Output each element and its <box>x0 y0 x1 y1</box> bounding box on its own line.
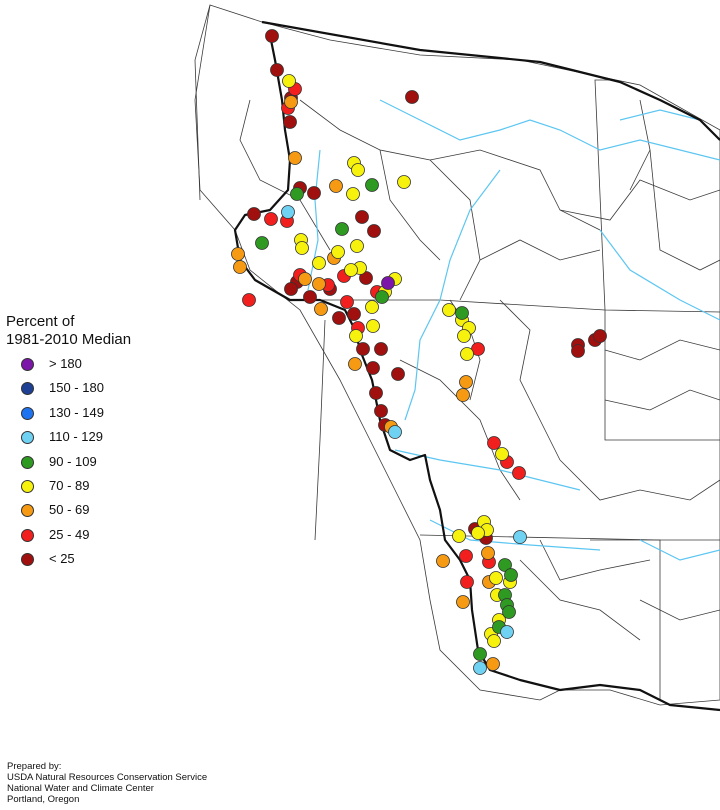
basin-f <box>559 179 720 221</box>
legend-item: 70 - 89 <box>6 475 206 499</box>
basin-k <box>399 359 521 501</box>
rivers <box>307 99 720 561</box>
markers-25-49 <box>242 82 526 589</box>
credits: Prepared by: USDA Natural Resources Cons… <box>7 761 207 805</box>
legend-item: 90 - 109 <box>6 451 206 475</box>
credits-line: National Water and Climate Center <box>7 783 154 794</box>
legend-swatch-icon <box>21 358 34 371</box>
basin-h <box>604 389 720 411</box>
basin-c <box>429 149 601 231</box>
credits-line: Portland, Oregon <box>7 794 80 805</box>
river-7 <box>639 539 720 561</box>
basin-l <box>559 459 720 501</box>
legend-label: 70 - 89 <box>49 477 90 493</box>
basin-d <box>479 239 601 261</box>
state-line-2 <box>594 79 720 441</box>
legend-label: 130 - 149 <box>49 404 104 420</box>
river-2 <box>379 99 720 161</box>
credits-line: Prepared by: <box>7 761 62 772</box>
legend-item: 130 - 149 <box>6 402 206 426</box>
markers-over-180 <box>381 276 395 290</box>
legend-swatch-icon <box>21 553 34 567</box>
basin-o <box>639 599 720 621</box>
legend-label: 50 - 69 <box>49 502 90 518</box>
legend-label: 110 - 129 <box>49 429 103 445</box>
state-line-5 <box>419 534 661 700</box>
legend-label: < 25 <box>49 551 75 567</box>
legend: Percent of 1981-2010 Median > 180 150 - … <box>6 313 206 573</box>
legend-swatch-icon <box>21 382 34 396</box>
river-4 <box>599 229 720 321</box>
basin-j <box>239 99 331 251</box>
legend-item: < 25 <box>6 548 206 572</box>
legend-item: 50 - 69 <box>6 499 206 523</box>
continental-divide <box>233 20 720 712</box>
basin-i <box>649 149 720 271</box>
legend-swatch-icon <box>21 431 34 445</box>
river-6 <box>429 519 601 551</box>
river-8 <box>619 109 701 121</box>
markers-110-129 <box>281 205 527 675</box>
legend-label: 150 - 180 <box>49 380 104 396</box>
legend-label: 90 - 109 <box>49 453 97 469</box>
basin-m <box>519 559 641 641</box>
legend-label: 25 - 49 <box>49 526 90 542</box>
markers-under-25 <box>247 29 607 545</box>
legend-item: 110 - 129 <box>6 426 206 450</box>
credits-line: USDA Natural Resources Conservation Serv… <box>7 772 208 783</box>
legend-title-line1: Percent of <box>6 313 75 330</box>
markers-50-69 <box>231 95 500 671</box>
legend-title-line2: 1981-2010 Median <box>6 331 132 348</box>
river-3 <box>404 169 501 421</box>
basin-b <box>379 149 441 261</box>
legend-item: > 180 <box>6 353 206 377</box>
station-markers <box>231 29 607 675</box>
basin-e <box>499 299 561 461</box>
legend-swatch-icon <box>21 479 34 493</box>
legend-items: > 180 150 - 180 130 - 149 110 - 129 90 -… <box>6 353 206 573</box>
legend-swatch-icon <box>21 406 34 420</box>
legend-item: 150 - 180 <box>6 377 206 401</box>
basin-boundaries <box>194 4 720 706</box>
basin-q <box>629 99 651 191</box>
basin-g <box>604 339 720 361</box>
basin-n <box>539 539 651 581</box>
markers-70-89 <box>282 74 517 648</box>
state-line-3 <box>300 299 720 313</box>
legend-swatch-icon <box>21 504 34 518</box>
state-line-4 <box>314 319 326 541</box>
legend-swatch-icon <box>21 528 34 542</box>
legend-label: > 180 <box>49 356 82 371</box>
state-line-1 <box>194 4 211 201</box>
legend-swatch-icon <box>21 455 34 469</box>
legend-item: 25 - 49 <box>6 524 206 548</box>
